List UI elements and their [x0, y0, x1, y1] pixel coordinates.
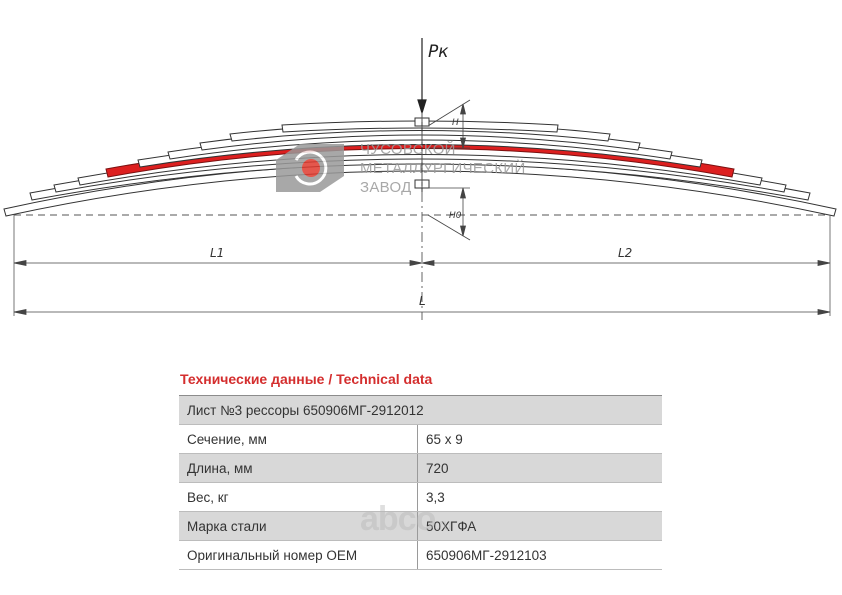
row-value: 50ХГФА	[417, 511, 662, 541]
table-row: Вес, кг 3,3	[179, 482, 662, 512]
dim-h0-label: H0	[449, 211, 462, 221]
table-row: Сечение, мм 65 х 9	[179, 424, 662, 454]
row-label: Оригинальный номер OEM	[179, 540, 418, 570]
table-header-row: Лист №3 рессоры 650906МГ-2912012	[179, 395, 662, 425]
table-row: Оригинальный номер OEM 650906МГ-2912103	[179, 540, 662, 570]
table-row: Марка стали 50ХГФА	[179, 511, 662, 541]
extension-lines	[13, 215, 831, 316]
dim-l	[13, 309, 831, 315]
row-value: 3,3	[417, 482, 662, 512]
row-label: Марка стали	[179, 511, 418, 541]
load-label: Pк	[428, 42, 449, 62]
dim-h0	[427, 187, 471, 241]
load-arrow	[417, 38, 427, 116]
watermark-suffix: .ru	[435, 517, 452, 534]
spring-leaves	[3, 120, 837, 217]
row-value: 65 х 9	[417, 424, 662, 454]
logo-red-dot	[302, 159, 320, 177]
row-label: Сечение, мм	[179, 424, 418, 454]
logo-line-1: ЧУСОВСКОЙ	[360, 140, 456, 158]
dim-l1-label: L1	[210, 246, 224, 260]
logo-line-2: МЕТАЛЛУРГИЧЕСКИЙ	[360, 159, 526, 177]
watermark-main: abco	[360, 500, 436, 538]
leaf-spring-drawing: Pк L1 L2 L H H0	[3, 38, 837, 320]
dim-h	[427, 99, 471, 149]
dim-l2-label: L2	[618, 246, 632, 260]
dim-h-label: H	[452, 118, 459, 128]
part-description: Лист №3 рессоры 650906МГ-2912012	[179, 395, 662, 425]
technical-data-title: Технические данные / Technical data	[180, 371, 433, 387]
spec-table: Лист №3 рессоры 650906МГ-2912012 Сечение…	[179, 395, 662, 570]
dim-l1-l2	[13, 260, 831, 266]
row-label: Вес, кг	[179, 482, 418, 512]
logo-line-3: ЗАВОД	[360, 179, 412, 196]
row-value: 720	[417, 453, 662, 483]
dim-l-label: L	[419, 294, 426, 308]
row-value: 650906МГ-2912103	[417, 540, 662, 570]
leaf-10	[281, 120, 559, 133]
row-label: Длина, мм	[179, 453, 418, 483]
table-row: Длина, мм 720	[179, 453, 662, 483]
factory-logo: ЧУСОВСКОЙ МЕТАЛЛУРГИЧЕСКИЙ ЗАВОД	[276, 140, 526, 196]
site-watermark: abco.ru	[360, 500, 452, 539]
